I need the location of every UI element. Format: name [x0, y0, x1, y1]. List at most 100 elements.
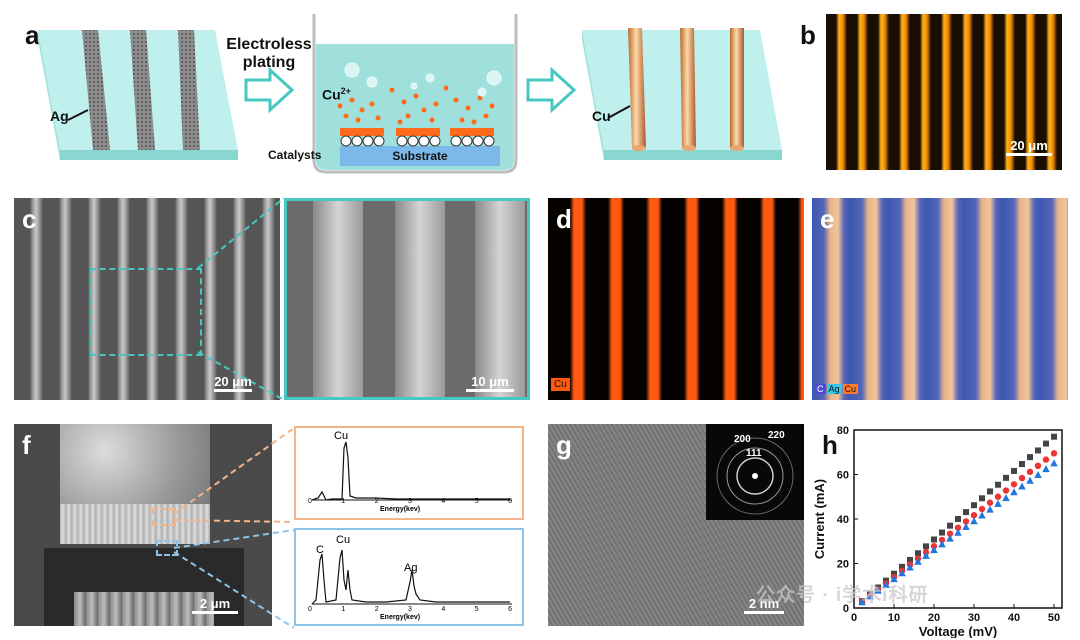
tick: 1	[341, 606, 346, 613]
ag-line-1	[82, 30, 110, 150]
data-point-square	[947, 522, 953, 529]
data-point-square	[987, 488, 993, 495]
data-point-circle	[962, 518, 970, 525]
data-point-triangle	[1010, 488, 1018, 496]
ag-pointer	[67, 109, 89, 121]
tick: 6	[508, 498, 512, 505]
data-point-circle	[994, 493, 1002, 500]
tick: 6	[508, 606, 512, 613]
panel-c-left-image	[14, 198, 280, 400]
data-point-triangle	[978, 511, 986, 519]
process-label: Electroless plating	[224, 36, 314, 72]
data-point-triangle	[994, 499, 1002, 507]
scale-bar-c-left: 20 μm	[212, 374, 254, 392]
eds-bottom-xlabel: Energy(kev)	[380, 614, 421, 621]
scale-bar-f-text: 2 μm	[199, 596, 231, 611]
tick: 5	[474, 498, 479, 505]
data-point-circle	[930, 542, 938, 550]
cu-line-2	[680, 28, 696, 151]
legend-c: C	[815, 384, 826, 394]
data-point-triangle	[914, 557, 922, 565]
data-point-circle	[1034, 462, 1042, 470]
data-point-triangle	[1050, 459, 1058, 467]
scale-bar-b: 20 μm	[1004, 138, 1054, 156]
data-point-triangle	[866, 592, 874, 600]
data-point-square	[939, 529, 945, 536]
panel-f-image	[14, 424, 272, 626]
x-tick-label: 10	[888, 612, 900, 624]
tick: 3	[408, 606, 412, 613]
data-point-triangle	[922, 551, 930, 559]
cu-label: Cu	[592, 108, 611, 124]
data-point-square	[1027, 454, 1033, 461]
data-point-circle	[1042, 456, 1050, 463]
tick: 0	[308, 498, 312, 505]
y-tick-label: 40	[837, 514, 849, 526]
data-point-triangle	[1026, 476, 1034, 484]
data-point-triangle	[882, 580, 890, 588]
panel-c-right-image	[284, 198, 530, 400]
cu-line-3	[730, 28, 744, 151]
ring-111: 111	[746, 448, 762, 459]
panel-label-b: b	[800, 20, 816, 50]
tick: 4	[441, 606, 446, 613]
ag-line-3	[178, 30, 200, 150]
substrate-label: Substrate	[392, 149, 448, 163]
data-point-triangle	[1042, 465, 1050, 473]
scale-bar-g-text: 2 nm	[748, 596, 780, 611]
tick: 3	[408, 498, 412, 505]
tick: 1	[341, 498, 346, 505]
schematic-diagram	[38, 14, 782, 174]
tick: 0	[308, 606, 312, 613]
eds-top-ticks: 0 1 2 3 4 5 6	[308, 498, 512, 505]
data-point-square	[1011, 467, 1017, 474]
ring-200: 200	[734, 434, 751, 445]
process-line-1: Electroless	[226, 36, 312, 53]
data-point-triangle	[890, 575, 898, 583]
tick: 4	[441, 498, 446, 505]
tick: 2	[374, 498, 379, 505]
panel-label-g: g	[556, 430, 572, 460]
saed-pattern	[716, 437, 794, 515]
data-point-square	[915, 550, 921, 557]
eds-top-plot	[311, 441, 512, 501]
data-point-triangle	[906, 563, 914, 571]
eds-top-xlabel: Energy(kev)	[380, 506, 421, 513]
data-point-triangle	[1002, 494, 1010, 502]
beaker-illustration	[312, 14, 518, 174]
cu-ion-charge: 2+	[340, 86, 351, 96]
arrow-right-icon-2	[526, 66, 577, 114]
scale-bar-b-text: 20 μm	[1010, 138, 1048, 153]
data-point-circle	[1050, 450, 1058, 457]
data-point-square	[979, 495, 985, 502]
panel-b-image	[826, 14, 1062, 170]
data-point-triangle	[970, 517, 978, 525]
data-point-triangle	[930, 546, 938, 554]
panel-label-h: h	[822, 430, 838, 460]
data-point-circle	[954, 524, 962, 531]
zoom-box-top	[152, 508, 176, 526]
data-point-square	[923, 543, 929, 550]
data-point-square	[1043, 440, 1049, 447]
eds-bottom-peak-cu: Cu	[336, 534, 351, 546]
panel-label-c: c	[22, 204, 37, 234]
x-tick-label: 0	[851, 612, 857, 624]
chart-marks	[858, 433, 1058, 606]
ag-line-2	[130, 30, 155, 150]
data-point-square	[1035, 447, 1041, 454]
process-line-2: plating	[242, 54, 296, 71]
catalyst-group-3	[450, 128, 495, 147]
catalyst-group-1	[340, 128, 385, 147]
data-point-triangle	[986, 505, 994, 513]
scale-bar-c-right: 10 μm	[464, 374, 516, 392]
y-tick-label: 20	[837, 559, 849, 571]
zoom-connectors	[197, 197, 285, 401]
data-point-triangle	[962, 523, 970, 531]
ring-220: 220	[768, 430, 785, 441]
panel-label-e: e	[820, 204, 835, 234]
catalysts-label: Catalysts	[268, 148, 322, 162]
y-tick-label: 80	[837, 425, 849, 437]
